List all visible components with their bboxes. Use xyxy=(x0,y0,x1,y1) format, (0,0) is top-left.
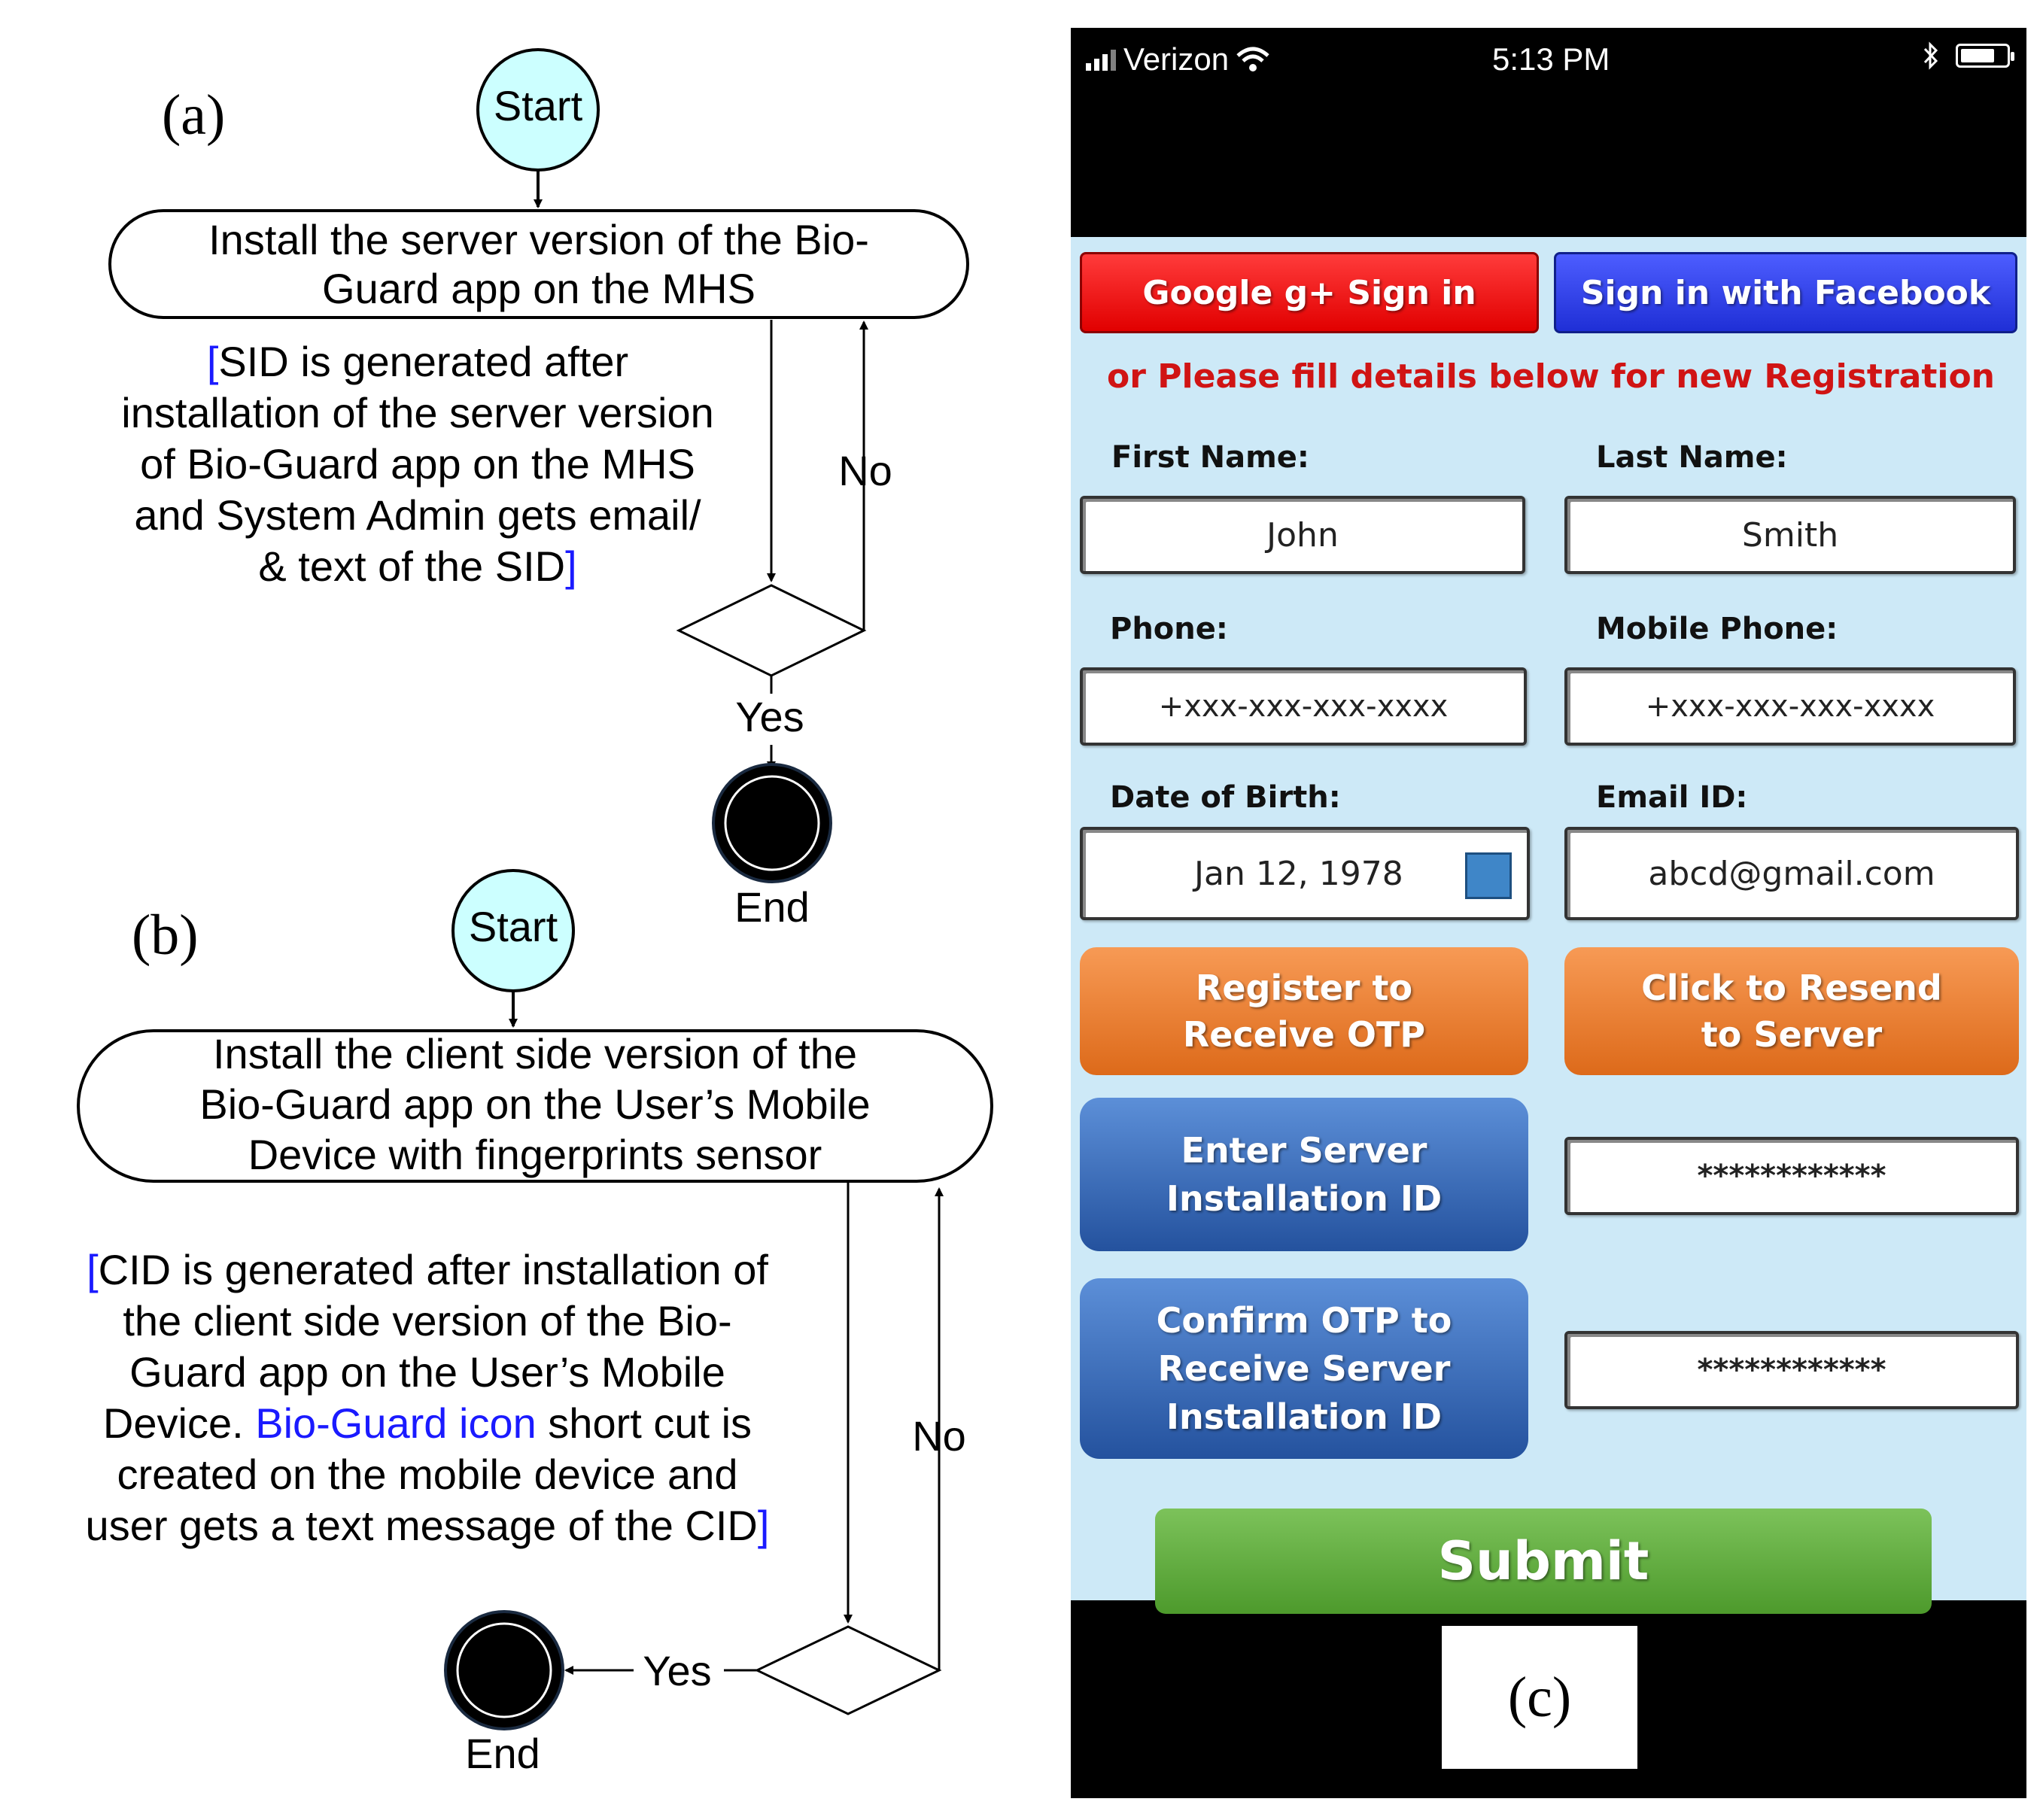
register-otp-button[interactable]: Register to Receive OTP xyxy=(1080,947,1528,1075)
carrier-group: Verizon xyxy=(1086,41,1269,77)
confirm-otp-button[interactable]: Confirm OTP to Receive Server Installati… xyxy=(1080,1278,1528,1459)
registration-note: or Please fill details below for new Reg… xyxy=(1107,357,1996,396)
svg-text:[CID is generated after instal: [CID is generated after installation of xyxy=(87,1246,768,1293)
panel-b-bracket-close: ] xyxy=(758,1502,770,1549)
mobile-phone-field[interactable]: +xxx-xxx-xxx-xxxx xyxy=(1564,667,2016,746)
svg-text:& text of the SID]: & text of the SID] xyxy=(258,542,576,590)
email-label: Email ID: xyxy=(1596,780,1748,815)
calendar-icon[interactable] xyxy=(1465,852,1512,899)
panel-a-note-line-3: of Bio-Guard app on the MHS xyxy=(140,440,695,488)
panel-b-note-line-6: user gets a text message of the CID xyxy=(86,1502,758,1549)
panel-b-note-line-5: created on the mobile device and xyxy=(117,1451,738,1498)
panel-b-install-node: Install the client side version of the B… xyxy=(77,1029,993,1183)
battery-icon xyxy=(1956,44,2014,68)
resend-to-server-button[interactable]: Click to Resend to Server xyxy=(1564,947,2019,1075)
panel-a-install-line-2: Guard app on the MHS xyxy=(322,265,755,312)
panel-b-note-line-4b: short cut is xyxy=(537,1399,752,1447)
phone-screen: Verizon 5:13 PM Google g+ Sign in Sign i… xyxy=(1071,28,2026,1798)
phone-field[interactable]: +xxx-xxx-xxx-xxxx xyxy=(1080,667,1527,746)
panel-a-end-label: End xyxy=(734,883,810,931)
panel-b-start-node: Start xyxy=(451,869,575,992)
panel-a-note-line-2: installation of the server version xyxy=(121,389,714,436)
enter-server-installation-id-button[interactable]: Enter Server Installation ID xyxy=(1080,1098,1528,1251)
panel-b-note-line-4a: Device. xyxy=(103,1399,255,1447)
facebook-sign-in-button[interactable]: Sign in with Facebook xyxy=(1554,252,2017,333)
panel-b-cid-note: [CID is generated after installation of … xyxy=(86,1246,770,1549)
flowchart-diagrams: (a) Start Install the server version of … xyxy=(77,48,993,1777)
panel-b-install-line-1: Install the client side version of the xyxy=(213,1030,857,1077)
panel-a-sid-note: [SID is generated after installation of … xyxy=(121,338,714,590)
carrier-name: Verizon xyxy=(1123,41,1230,77)
phone-label: Phone: xyxy=(1110,612,1228,646)
submit-button[interactable]: Submit xyxy=(1155,1509,1932,1614)
panel-b-install-line-3: Device with fingerprints sensor xyxy=(248,1131,822,1178)
svg-text:user gets a text message of th: user gets a text message of the CID] xyxy=(86,1502,770,1549)
registration-form: Google g+ Sign in Sign in with Facebook … xyxy=(1071,237,2026,1614)
dob-value: Jan 12, 1978 xyxy=(1194,854,1403,893)
panel-b-label: (b) xyxy=(132,904,199,967)
panel-a-bracket-close: ] xyxy=(565,542,577,590)
panel-b-end-label: End xyxy=(465,1730,540,1777)
panel-b-decision-node xyxy=(754,1625,942,1715)
panel-a-decision-node xyxy=(676,584,867,677)
email-field[interactable]: abcd@gmail.com xyxy=(1564,827,2019,920)
last-name-field[interactable]: Smith xyxy=(1564,496,2016,574)
panel-b-note-line-2: the client side version of the Bio- xyxy=(123,1297,731,1344)
panel-a-install-line-1: Install the server version of the Bio- xyxy=(208,216,869,263)
svg-text:Device. Bio-Guard icon short c: Device. Bio-Guard icon short cut is xyxy=(103,1399,752,1447)
dob-label: Date of Birth: xyxy=(1110,780,1341,815)
panel-a-start-label: Start xyxy=(494,82,583,129)
first-name-label: First Name: xyxy=(1111,440,1309,475)
mobile-phone-label: Mobile Phone: xyxy=(1596,612,1838,646)
wifi-icon xyxy=(1236,47,1269,71)
panel-b-no-label: No xyxy=(912,1412,966,1460)
status-right-icons xyxy=(1923,41,2014,70)
panel-a-label: (a) xyxy=(162,84,225,147)
first-name-field[interactable]: John xyxy=(1080,496,1525,574)
panel-b-note-line-3: Guard app on the User’s Mobile xyxy=(129,1348,725,1396)
svg-text:[SID is generated after: [SID is generated after xyxy=(207,338,628,385)
panel-b-yes-label: Yes xyxy=(643,1647,711,1694)
google-sign-in-button[interactable]: Google g+ Sign in xyxy=(1080,252,1539,333)
status-bar: Verizon 5:13 PM xyxy=(1071,28,2026,103)
panel-a-note-line-5: & text of the SID xyxy=(258,542,565,590)
panel-b-start-label: Start xyxy=(469,903,558,950)
panel-b-note-line-1: CID is generated after installation of xyxy=(99,1246,769,1293)
panel-a-note-line-4: and System Admin gets email/ xyxy=(134,491,701,539)
panel-a-install-node: Install the server version of the Bio- G… xyxy=(108,209,969,319)
last-name-label: Last Name: xyxy=(1596,440,1788,475)
panel-a-start-node: Start xyxy=(476,48,600,172)
panel-c-label: (c) xyxy=(1442,1626,1637,1769)
panel-b-install-line-2: Bio-Guard app on the User’s Mobile xyxy=(199,1080,870,1128)
server-installation-id-field[interactable]: ************ xyxy=(1564,1137,2019,1215)
signal-icon xyxy=(1086,48,1116,71)
panel-a-bracket-open: [ xyxy=(207,338,219,385)
panel-a-yes-label: Yes xyxy=(735,693,804,740)
panel-b-end-node xyxy=(444,1610,564,1730)
bluetooth-icon xyxy=(1923,41,1938,70)
panel-b-note-bio-guard-icon-link: Bio-Guard icon xyxy=(255,1399,537,1447)
panel-a-no-label: No xyxy=(838,447,892,494)
status-time: 5:13 PM xyxy=(1492,41,1610,77)
dob-field[interactable]: Jan 12, 1978 xyxy=(1080,827,1530,920)
otp-field[interactable]: ************ xyxy=(1564,1331,2019,1409)
panel-b-bracket-open: [ xyxy=(87,1246,99,1293)
panel-a-note-line-1: SID is generated after xyxy=(218,338,628,385)
panel-a-end-node xyxy=(712,763,832,883)
